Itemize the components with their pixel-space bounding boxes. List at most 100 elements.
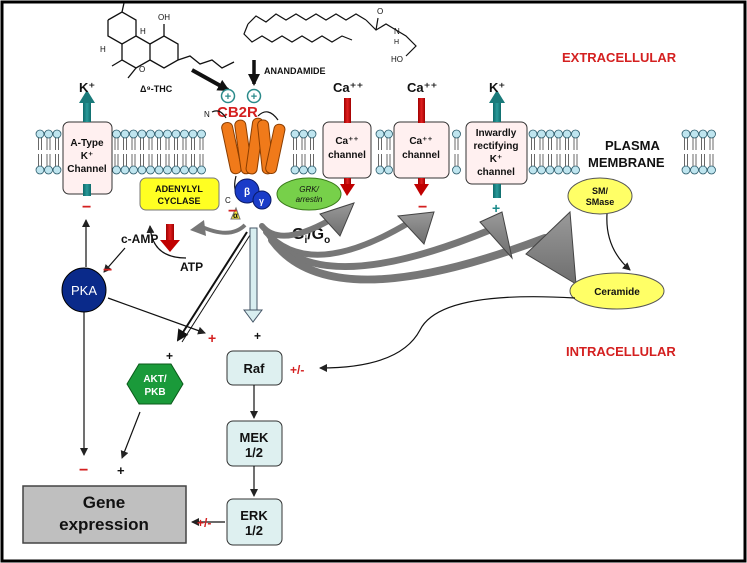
lipid-tail	[539, 154, 544, 166]
channel-inward-k-line4: channel	[477, 167, 515, 178]
lipid-head	[681, 129, 691, 139]
lipid-tail	[123, 138, 127, 150]
lipid-tail	[378, 154, 382, 166]
lipid-tail	[454, 154, 459, 166]
lipid-head	[188, 129, 198, 139]
thc-h2: H	[100, 45, 106, 54]
gi-go-effector-arrows	[259, 217, 549, 284]
lipid-tail	[310, 138, 314, 150]
atp-to-camp-head	[160, 240, 180, 252]
lipid-tail	[573, 138, 578, 150]
lipid-head	[171, 165, 181, 175]
lipid-head	[307, 129, 317, 139]
lipid-head	[146, 129, 155, 139]
lipid-tail	[386, 138, 391, 150]
ceramide-label: Ceramide	[594, 287, 640, 298]
k-ion-label-2: K⁺	[489, 80, 505, 95]
atp-label: ATP	[180, 260, 203, 274]
ca-influx-arrow-shaft-1b	[344, 178, 351, 186]
ca-ion-label-2: Ca⁺⁺	[407, 80, 437, 95]
g-to-raf-head	[243, 309, 263, 323]
adenylyl-cyclase-line1: ADENYLYL	[155, 184, 203, 194]
lipid-tail	[165, 154, 170, 166]
lipid-tail	[565, 154, 569, 166]
lipid-head	[171, 129, 181, 139]
gene-expression-line2: expression	[59, 515, 149, 534]
lipid-tail	[157, 138, 161, 150]
channel-inward-k-line3: K⁺	[490, 154, 503, 165]
lipid-tail	[148, 154, 153, 166]
lipid-head	[129, 165, 138, 175]
lipid-tail	[38, 154, 42, 166]
lipid-tail	[38, 138, 42, 150]
receptor-plus-2: +	[251, 91, 257, 103]
lipid-head	[197, 129, 206, 139]
lipid-tail	[692, 154, 697, 166]
receptor-plus-circle-2	[246, 88, 262, 104]
lipid-tail	[131, 154, 136, 166]
g-to-raf-shaft	[249, 227, 258, 313]
lipid-head	[571, 129, 580, 139]
lipid-tail	[709, 154, 714, 166]
lipid-head	[112, 129, 121, 139]
ca-influx-arrowhead-2	[414, 184, 429, 196]
gene-expression-line1: Gene	[83, 493, 126, 512]
k-efflux-arrow-shaft-2b	[493, 184, 501, 198]
lipid-tail	[46, 154, 51, 166]
lipid-head	[299, 165, 308, 175]
lipid-tail	[55, 154, 59, 166]
raf-ceramide-sign: +/-	[290, 363, 304, 377]
lipid-tail	[114, 138, 119, 150]
grk-arrestin-ellipse	[276, 177, 342, 211]
lipid-head	[163, 129, 172, 139]
gi-go-arrowhead-2	[396, 211, 435, 245]
n-terminus-label: N	[204, 110, 210, 119]
thc-structure	[107, 2, 235, 79]
lipid-head	[35, 165, 45, 175]
lipid-tail	[157, 154, 161, 166]
lipid-head	[707, 129, 716, 139]
lipid-head	[290, 165, 300, 175]
anandamide-structure	[243, 13, 417, 57]
thc-label: Δ⁹-THC	[140, 84, 173, 94]
channel-a-type-effect: −	[82, 199, 91, 216]
alpha-label: α	[233, 211, 238, 220]
lipid-tail	[148, 138, 153, 150]
akt-to-gene-arrow	[120, 411, 141, 459]
gi-go-arrowhead-4	[525, 210, 577, 285]
g-protein	[230, 178, 272, 220]
lipid-tail	[293, 154, 297, 166]
lipid-head	[690, 165, 699, 175]
lipid-tail	[182, 154, 187, 166]
anandamide-ho: HO	[391, 55, 403, 64]
ca-influx-arrowhead-1	[340, 184, 355, 196]
lipid-tail	[539, 138, 544, 150]
channel-inward-k-effect: +	[492, 200, 500, 216]
c-terminus-label: C	[225, 196, 231, 205]
lipid-tail	[174, 138, 178, 150]
gene-expression-box	[22, 485, 187, 544]
gene-plus: +	[117, 463, 125, 478]
lipid-head	[690, 129, 699, 139]
lipid-head	[154, 165, 164, 175]
lipid-head	[137, 129, 147, 139]
thc-arrow	[191, 68, 230, 92]
sm-smase-line2: SMase	[586, 197, 615, 207]
raf-plus: +	[254, 329, 261, 343]
lipid-head	[112, 165, 121, 175]
lipid-head	[163, 165, 172, 175]
channel-a-type-line1: A-Type	[70, 138, 104, 149]
g-to-akt-arrow-2	[181, 231, 253, 343]
mek-line1: MEK	[240, 430, 270, 445]
lipid-tail	[131, 138, 136, 150]
lipid-head	[35, 129, 45, 139]
lipid-head	[698, 129, 708, 139]
lipid-head	[537, 165, 546, 175]
lipid-head	[375, 165, 385, 175]
lipid-head	[545, 165, 555, 175]
k-efflux-arrowhead-2	[489, 90, 505, 103]
intracellular-label: INTRACELLULAR	[566, 344, 676, 359]
anandamide-n: N	[394, 27, 400, 36]
akt-line2: PKB	[144, 387, 165, 398]
